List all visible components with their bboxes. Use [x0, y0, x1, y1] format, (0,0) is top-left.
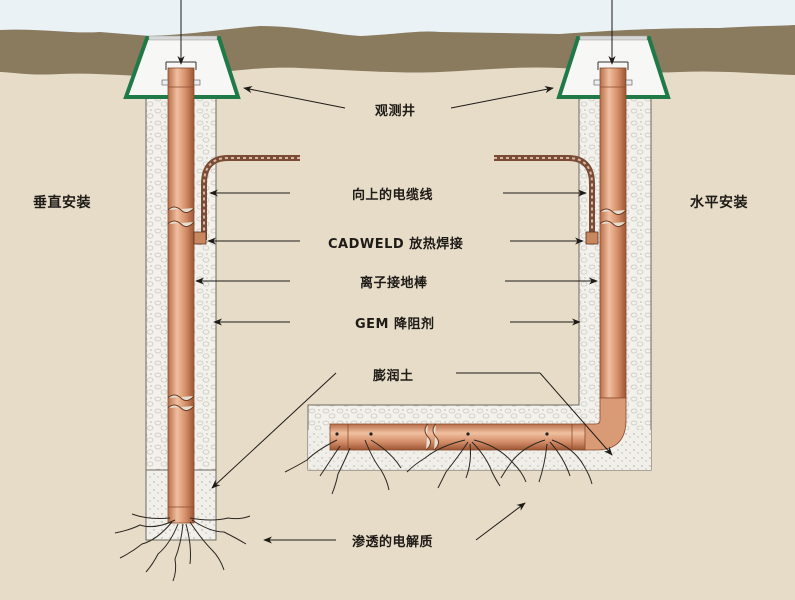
vertical-installation	[114, 35, 300, 582]
ion-rod-left	[167, 67, 195, 524]
pointer-lines	[177, 0, 616, 544]
label-ion-rod: 离子接地棒	[360, 276, 428, 291]
label-cadweld: CADWELD 放热焊接	[328, 237, 464, 252]
label-bentonite: 膨润土	[373, 369, 414, 384]
cadweld-joint-right	[585, 231, 599, 245]
cadweld-joint-left	[193, 231, 207, 245]
horizontal-installation	[284, 35, 671, 495]
ion-rod-right-horizontal	[329, 423, 586, 451]
ion-rod-right-vertical	[599, 67, 627, 399]
electrolyte-roots-right	[284, 439, 593, 495]
label-inspection-well: 观测井	[375, 104, 416, 119]
label-electrolyte: 渗透的电解质	[352, 535, 434, 550]
well-lid-right	[579, 35, 648, 41]
label-lead-cable: 向上的电缆线	[352, 188, 434, 203]
label-gem: GEM 降阻剂	[355, 317, 435, 332]
label-vertical-installation: 垂直安装	[33, 195, 91, 211]
well-lid-left	[148, 35, 218, 41]
label-horizontal-installation: 水平安装	[690, 195, 748, 211]
electrolyte-roots-left	[114, 513, 251, 582]
